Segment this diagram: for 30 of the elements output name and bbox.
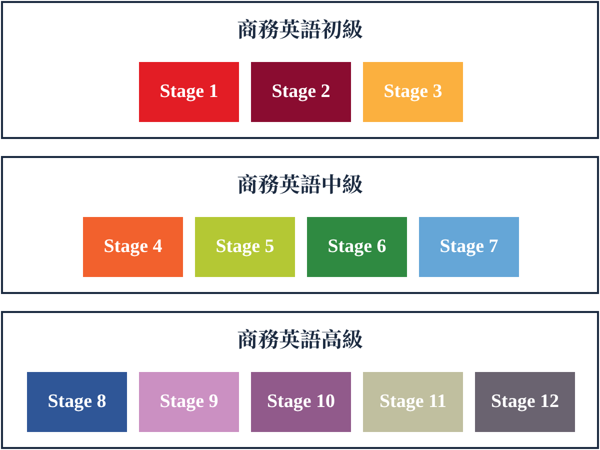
level-panel	[1, 156, 599, 294]
stage-box	[251, 62, 351, 122]
stage-label: Stage 4	[104, 236, 162, 258]
stage-label: Stage 3	[384, 81, 442, 103]
level-heading: 商務英語初級	[236, 15, 364, 43]
stage-box	[139, 372, 239, 432]
stage-box	[139, 62, 239, 122]
stage-label: Stage 5	[216, 236, 274, 258]
level-panel	[1, 311, 599, 449]
stage-box	[307, 217, 407, 277]
stage-label: Stage 12	[490, 391, 560, 413]
stage-label: Stage 9	[160, 391, 218, 413]
stage-label: Stage 11	[379, 391, 447, 413]
stage-box	[27, 372, 127, 432]
stage-box	[363, 62, 463, 122]
stage-label: Stage 6	[328, 236, 386, 258]
level-heading: 商務英語高級	[236, 325, 364, 353]
stage-box	[251, 372, 351, 432]
stage-box	[83, 217, 183, 277]
stage-box	[195, 217, 295, 277]
stage-label: Stage 7	[440, 236, 498, 258]
stage-label: Stage 10	[266, 391, 336, 413]
stage-box	[419, 217, 519, 277]
stage-label: Stage 1	[160, 81, 218, 103]
level-heading: 商務英語中級	[236, 170, 364, 198]
stage-label: Stage 2	[272, 81, 330, 103]
stage-box	[363, 372, 463, 432]
stage-label: Stage 8	[48, 391, 106, 413]
level-panel	[1, 1, 599, 139]
stage-box	[475, 372, 575, 432]
